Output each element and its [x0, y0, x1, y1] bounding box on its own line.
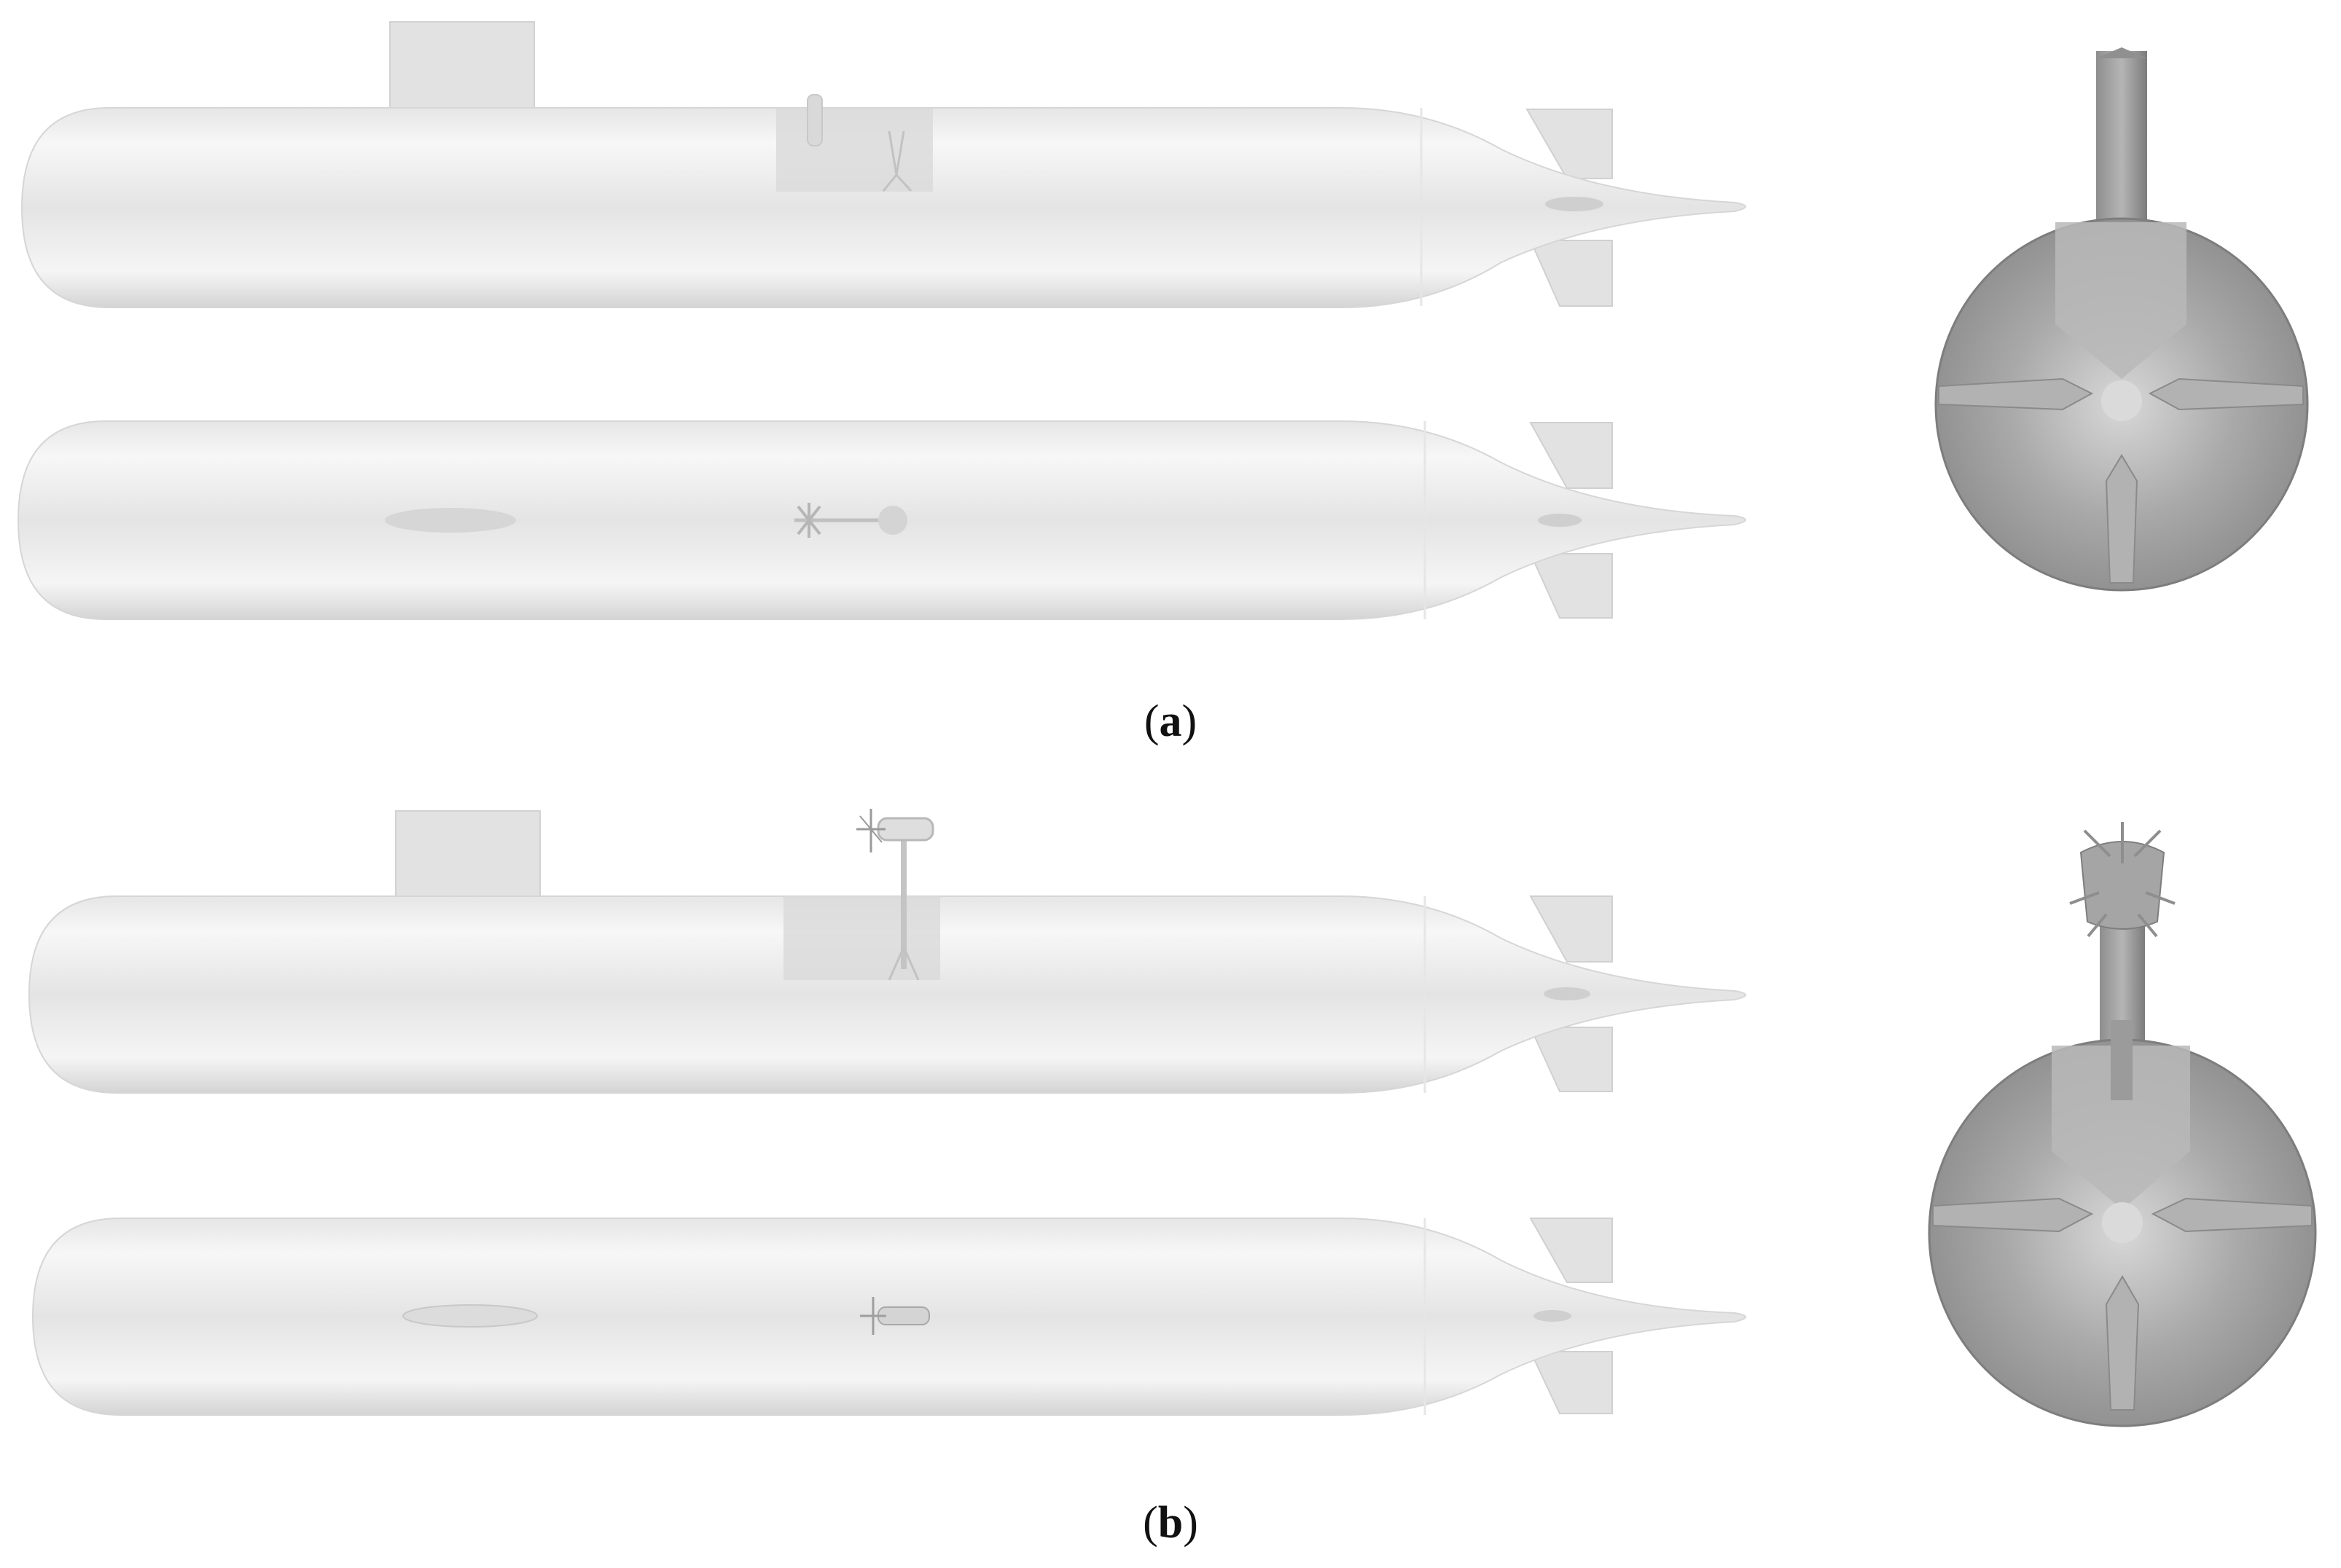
stern-plane — [1544, 987, 1590, 1000]
upper-rudder — [1529, 895, 1613, 963]
rotor-nacelle — [877, 817, 934, 842]
rotor-front-view — [2069, 822, 2176, 938]
submarine-front-view — [1934, 47, 2309, 592]
rotor-mast-stowed — [807, 94, 823, 146]
mid-section-panel — [776, 108, 933, 192]
hub — [2102, 1202, 2143, 1243]
rotor-blades — [856, 809, 886, 852]
fin-left — [1932, 1197, 2094, 1233]
stern-plane — [1538, 514, 1582, 527]
panel-b: (b) — [28, 809, 2317, 1548]
submarine-front-view — [1928, 822, 2317, 1427]
mast-root — [2111, 1020, 2133, 1100]
submarine-plan-view — [31, 1218, 1746, 1416]
fin-right — [2148, 377, 2304, 411]
caption-a-letter: a — [1160, 697, 1182, 746]
caption-b-letter: b — [1158, 1498, 1183, 1548]
lower-rudder — [1529, 240, 1613, 307]
submarine-side-view — [20, 21, 1746, 308]
hull — [28, 895, 1746, 1094]
rotor-top-view — [794, 503, 907, 538]
sail-cross-section — [2052, 1046, 2190, 1210]
mast-strut — [882, 130, 912, 192]
upper-rudder — [1529, 422, 1613, 489]
lower-rudder — [1529, 1027, 1613, 1092]
panel-a: (a) — [17, 21, 2309, 746]
hull — [20, 107, 1746, 308]
mast-strut — [888, 946, 920, 981]
fin-right — [2151, 1197, 2313, 1233]
upper-rudder — [1525, 109, 1613, 179]
caption-a-close: ) — [1182, 697, 1197, 746]
fin-left — [1938, 377, 2094, 411]
caption-a: (a) — [1144, 697, 1197, 746]
mast-front — [2096, 51, 2147, 248]
lower-rudder — [1529, 1351, 1613, 1414]
lower-rudder — [1529, 553, 1613, 619]
fin-bottom — [2105, 454, 2138, 584]
sail — [395, 810, 541, 899]
stern-plane — [1545, 197, 1603, 211]
submarine-side-view — [28, 809, 1746, 1094]
mid-section-panel — [783, 896, 940, 980]
sail-footprint — [402, 1304, 538, 1328]
caption-a-open: ( — [1144, 697, 1160, 746]
hub — [2101, 380, 2142, 421]
fin-bottom — [2105, 1275, 2140, 1411]
submarine-plan-view — [17, 420, 1746, 620]
sail — [389, 21, 535, 110]
rotor-top-view — [860, 1297, 930, 1335]
stern-plane — [1533, 1310, 1571, 1322]
caption-b: (b) — [1143, 1498, 1198, 1548]
sail-footprint — [385, 508, 516, 533]
caption-b-open: ( — [1143, 1498, 1158, 1548]
caption-b-close: ) — [1183, 1498, 1198, 1548]
upper-rudder — [1529, 1218, 1613, 1283]
sail-cross-section — [2055, 222, 2186, 379]
mast-tip — [2096, 47, 2147, 58]
